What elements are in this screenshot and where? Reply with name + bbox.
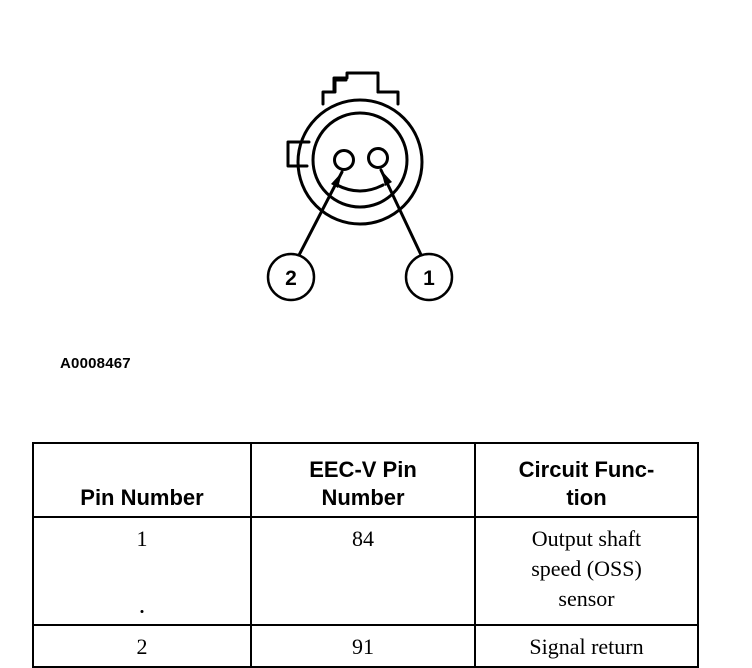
connector-top-tab-inner xyxy=(333,78,388,94)
cell-eec-pin: 84 xyxy=(250,516,476,626)
eec-pin-value: 91 xyxy=(352,634,374,659)
pin-number-value: 2 xyxy=(136,634,148,659)
connector-top-tab xyxy=(321,71,400,106)
callout-circle-2 xyxy=(266,252,316,302)
circuit-function-line-1: Signal return xyxy=(529,634,644,659)
cell-pin-number: 2 xyxy=(32,624,252,668)
pin-table: Pin Number EEC-V Pin Number Circuit Func… xyxy=(32,442,699,668)
header-pin-number-line-1: Pin Number xyxy=(80,485,204,510)
arrowhead-2 xyxy=(331,172,342,188)
cell-circuit-function: Signal return xyxy=(474,624,699,668)
cell-eec-pin: 91 xyxy=(250,624,476,668)
callout-label-2: 2 xyxy=(285,267,297,290)
pin-hole-1 xyxy=(367,147,389,169)
leader-line-1 xyxy=(379,168,425,261)
circuit-function-line-2: speed (OSS) xyxy=(531,556,642,581)
print-speck xyxy=(140,610,144,613)
eec-pin-value: 84 xyxy=(352,526,374,551)
connector-inner-ring xyxy=(311,111,409,209)
circuit-function-line-3: sensor xyxy=(558,586,615,611)
pin-hole-2 xyxy=(333,149,355,171)
arrowhead-1 xyxy=(381,170,392,186)
header-circuit-function-line-1: Circuit Func- xyxy=(518,457,655,482)
table-row: 2 91 Signal return xyxy=(32,624,699,668)
figure-id-label: A0008467 xyxy=(60,355,131,372)
header-eec-pin-number: EEC-V Pin Number xyxy=(250,442,476,518)
header-eec-pin-number-line-2: Number xyxy=(321,485,405,510)
header-eec-pin-number-line-1: EEC-V Pin xyxy=(309,457,417,482)
connector-inner-arc xyxy=(335,183,385,193)
callout-circle-1 xyxy=(404,252,454,302)
table-row: 1 84 Output shaft speed (OSS) sensor xyxy=(32,516,699,626)
leader-line-2 xyxy=(295,170,344,261)
header-circuit-function: Circuit Func- tion xyxy=(474,442,699,518)
table-header-row: Pin Number EEC-V Pin Number Circuit Func… xyxy=(32,442,699,518)
pin-number-value: 1 xyxy=(136,526,148,551)
callout-label-1: 1 xyxy=(423,267,435,290)
cell-circuit-function: Output shaft speed (OSS) sensor xyxy=(474,516,699,626)
cell-pin-number: 1 xyxy=(32,516,252,626)
connector-outer-ring xyxy=(296,98,424,226)
connector-diagram: 2 1 xyxy=(266,71,454,302)
circuit-function-line-1: Output shaft xyxy=(531,526,642,551)
header-pin-number: Pin Number xyxy=(32,442,252,518)
header-circuit-function-line-2: tion xyxy=(566,485,607,510)
